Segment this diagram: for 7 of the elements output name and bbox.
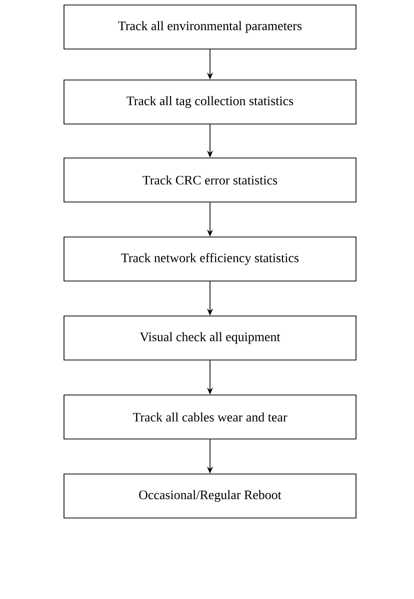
- process-box: Visual check all equipment: [64, 316, 356, 360]
- process-box: Track all tag collection statistics: [64, 80, 356, 124]
- process-box: Track all cables wear and tear: [64, 394, 356, 440]
- process-box: Track CRC error statistics: [64, 158, 356, 202]
- process-box: Track all environmental parameters: [64, 4, 356, 50]
- process-box: Occasional/Regular Reboot: [64, 474, 356, 518]
- process-box: Track network efficiency statistics: [64, 236, 356, 282]
